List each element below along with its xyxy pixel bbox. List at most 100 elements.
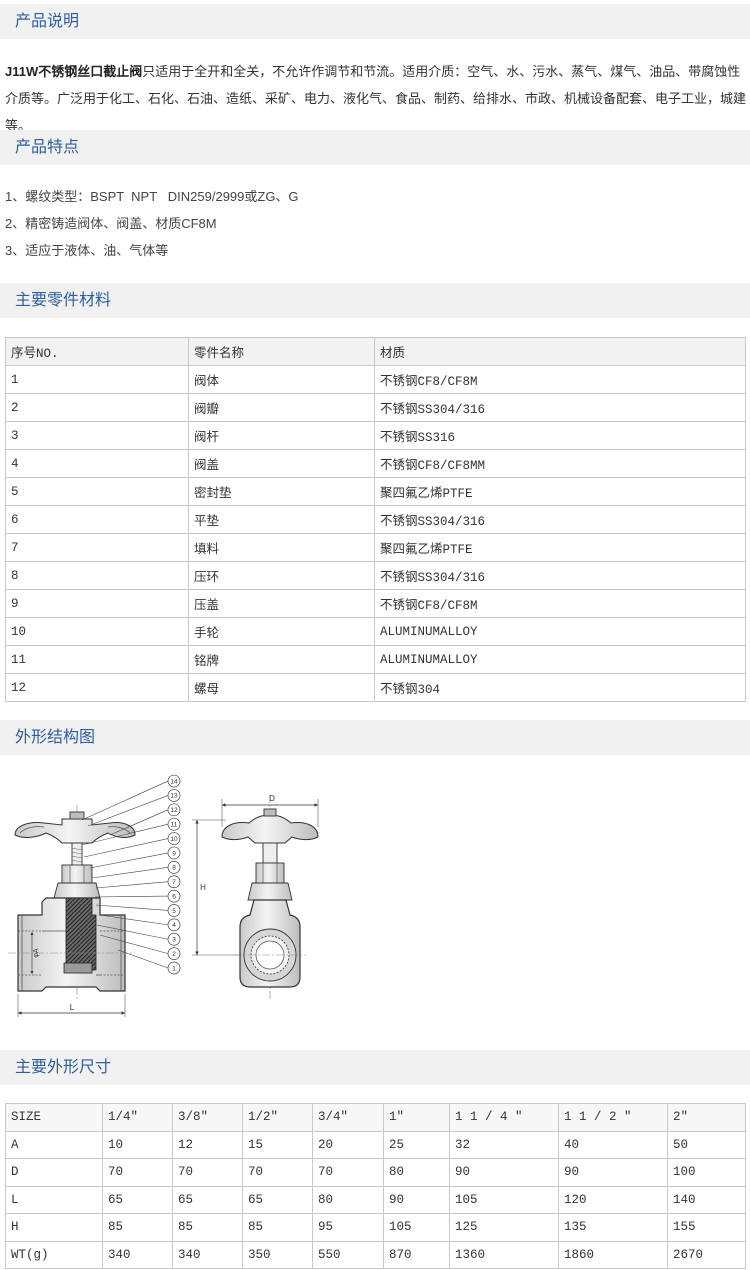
part-number-cell: 1 [5,365,189,394]
dimension-value-cell: 70 [102,1158,173,1187]
dimension-value-cell: 70 [172,1158,243,1187]
dimension-h: H [192,819,240,956]
callout-number: 6 [172,893,176,900]
dimension-value-cell: 90 [449,1158,559,1187]
callout-leader-line [81,823,169,846]
callout-circle [167,932,181,946]
front-section-view: φA L [8,805,136,1017]
part-material-cell: ALUMINUMALLOY [374,617,746,646]
callout-circle [167,860,181,874]
dimension-value-cell: 65 [242,1185,313,1214]
dimension-value-cell: 870 [383,1240,450,1269]
dimension-value-cell: 10 [102,1130,173,1159]
callout-leader-line [89,852,169,869]
product-description: J11W不锈钢丝口截止阀只适用于全开和全关，不允许作调节和节流。适用介质：空气、… [5,58,747,139]
part-material-cell: 不锈钢CF8/CF8M [374,589,746,618]
side-packing-nut [255,862,285,884]
part-number-cell: 6 [5,505,189,534]
callout-9: 9 [89,846,181,869]
size-column-header: 1/2″ [242,1103,313,1132]
heading-product-description: 产品说明 [0,4,750,39]
part-material-cell: 聚四氟乙烯PTFE [374,533,746,562]
callout-leader-line [83,838,169,858]
part-material-cell: 不锈钢SS304/316 [374,561,746,590]
dimension-value-cell: 2670 [667,1240,746,1269]
callout-circle [167,875,181,889]
dimension-value-cell: 105 [449,1185,559,1214]
dimension-value-cell: 85 [172,1213,243,1242]
callout-number: 13 [170,793,178,800]
part-material-cell: 不锈钢CF8/CF8MM [374,449,746,478]
callout-11: 11 [81,817,181,846]
part-name-cell: 密封垫 [188,477,375,506]
callout-14: 14 [81,774,181,821]
part-number-cell: 12 [5,673,189,702]
callout-5: 5 [95,904,181,917]
dimension-value-cell: 120 [558,1185,668,1214]
part-number-cell: 3 [5,421,189,450]
size-column-header: 2″ [667,1103,746,1132]
dimension-a-label: φA [33,948,40,958]
callout-number: 4 [172,922,176,929]
callout-7: 7 [95,875,181,889]
dimension-value-cell: 40 [558,1130,668,1159]
product-description-text: 只适用于全开和全关，不允许作调节和节流。适用介质：空气、水、污水、蒸气、煤气、油… [5,64,747,133]
part-number-cell: 9 [5,589,189,618]
feature-item: 1、螺纹类型：BSPT NPT DIN259/2999或ZG、G [5,189,299,204]
header-material: 材质 [374,337,746,366]
callout-number: 10 [170,836,178,843]
part-material-cell: 不锈钢CF8/CF8M [374,365,746,394]
callout-number: 14 [170,778,178,785]
callout-leader-line [96,924,169,940]
callout-leader-line [87,795,169,827]
callout-number: 12 [170,807,178,814]
dimension-value-cell: 85 [102,1213,173,1242]
callout-number: 2 [172,951,176,958]
callout-circle [167,846,181,860]
dimension-value-cell: 50 [667,1130,746,1159]
side-bonnet [247,882,293,901]
dimension-value-cell: 32 [449,1130,559,1159]
part-material-cell: ALUMINUMALLOY [374,645,746,674]
dimension-value-cell: 85 [242,1213,313,1242]
callout-circle [167,889,181,903]
front-stem [71,842,83,868]
callout-number: 8 [172,865,176,872]
dimension-value-cell: 70 [242,1158,313,1187]
part-name-cell: 铭牌 [188,645,375,674]
dimension-l-label: L [70,1003,75,1012]
dimension-label-cell: L [5,1185,103,1214]
front-bonnet [53,882,101,899]
dimension-value-cell: 550 [312,1240,384,1269]
callout-leader-line [117,949,169,969]
side-stem [262,842,278,864]
part-number-cell: 2 [5,393,189,422]
callout-circle [167,947,181,960]
callout-leader-line [81,780,169,821]
dimension-d-label: D [269,794,275,803]
size-column-header: 1″ [383,1103,450,1132]
heading-product-features: 产品特点 [0,130,750,165]
callout-leader-line [94,895,169,898]
callout-number: 7 [172,879,176,886]
feature-list: 1、螺纹类型：BSPT NPT DIN259/2999或ZG、G 2、精密铸造阀… [5,183,299,264]
callout-13: 13 [87,789,181,827]
dimension-value-cell: 125 [449,1213,559,1242]
callout-6: 6 [94,889,181,903]
dimension-value-cell: 70 [312,1158,384,1187]
dimension-value-cell: 1360 [449,1240,559,1269]
callout-2: 2 [99,934,181,960]
callout-number: 5 [172,908,176,915]
dimension-h-label: H [200,883,206,892]
